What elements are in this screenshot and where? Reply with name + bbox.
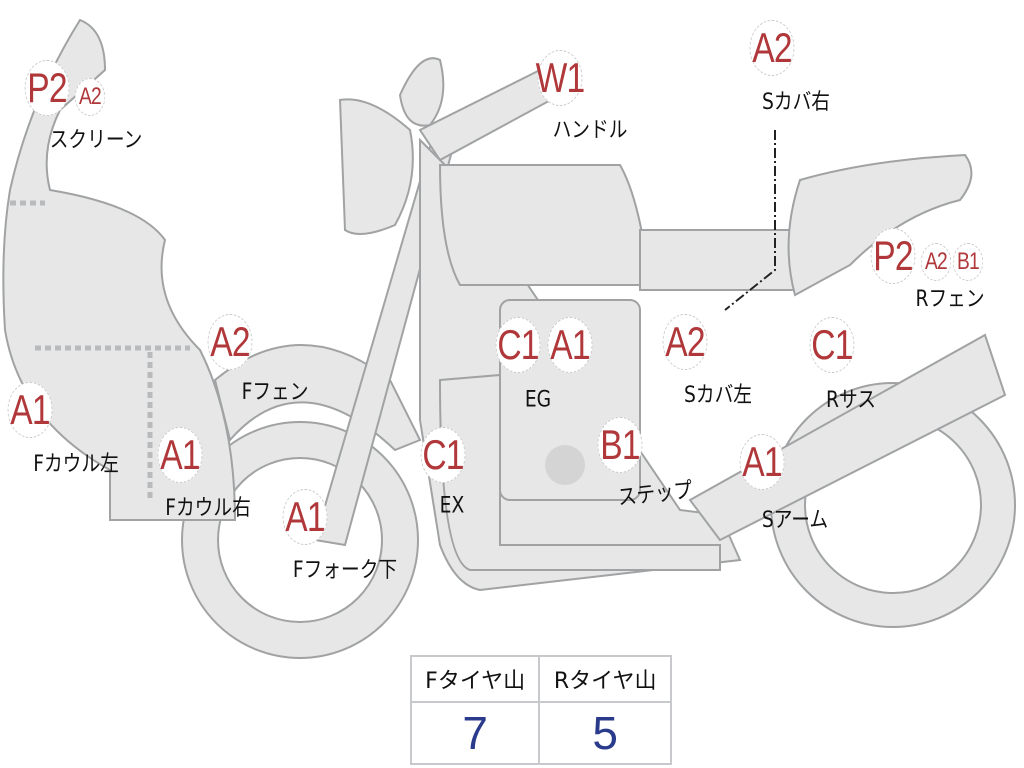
part-label-side-cover-right: Sカバ右 xyxy=(762,90,830,115)
grade-badge-screen-2: A2 xyxy=(74,78,106,116)
part-label-front-cowl-right: Fカウル右 xyxy=(165,496,251,521)
grade-badge-screen-1: P2 xyxy=(24,60,70,116)
grade-badge-handle: W1 xyxy=(536,50,585,106)
grade-badge-engine-1: C1 xyxy=(495,317,541,373)
tire-tread-table: Fタイヤ山 Rタイヤ山 7 5 xyxy=(409,655,672,765)
grade-badge-engine-2: A1 xyxy=(547,317,593,373)
cowl-shape xyxy=(2,18,237,521)
grade-badge-rear-fender-2: A2 xyxy=(920,243,952,281)
part-label-screen: スクリーン xyxy=(49,128,143,153)
grade-badge-front-fork-lower: A1 xyxy=(282,489,328,545)
grade-badge-rear-suspension: C1 xyxy=(809,317,855,373)
part-label-handle: ハンドル xyxy=(552,118,628,143)
rear-tire-header: Rタイヤ山 xyxy=(538,655,672,703)
part-label-side-cover-left: Sカバ左 xyxy=(684,383,752,408)
rear-tire-value: 5 xyxy=(538,701,672,765)
part-label-exhaust: EX xyxy=(439,493,465,519)
part-label-engine: EG xyxy=(524,387,552,413)
grade-badge-front-fender: A2 xyxy=(207,314,253,370)
part-label-front-fork-lower: Fフォーク下 xyxy=(292,558,398,583)
grade-badge-exhaust: C1 xyxy=(420,427,466,483)
grade-badge-front-cowl-left: A1 xyxy=(7,382,53,438)
part-label-front-cowl-left: Fカウル左 xyxy=(33,452,119,477)
grade-badge-rear-fender-1: P2 xyxy=(870,228,916,284)
part-label-front-fender: Fフェン xyxy=(241,380,309,405)
part-label-swing-arm: Sアーム xyxy=(761,508,829,533)
grade-badge-swing-arm: A1 xyxy=(739,434,785,490)
fuel-tank xyxy=(438,164,652,286)
front-tire-header: Fタイヤ山 xyxy=(409,655,541,703)
front-tire-value: 7 xyxy=(409,701,541,765)
headlight xyxy=(338,98,414,235)
grade-badge-side-cover-right: A2 xyxy=(749,20,795,76)
tail xyxy=(787,153,973,297)
part-label-rear-suspension: Rサス xyxy=(825,388,877,413)
grade-badge-step: B1 xyxy=(597,417,643,473)
swingarm xyxy=(688,333,1007,542)
grade-badge-side-cover-left: A2 xyxy=(662,314,708,370)
grade-badge-front-cowl-right: A1 xyxy=(157,427,203,483)
part-label-rear-fender: Rフェン xyxy=(915,287,985,312)
grade-badge-rear-fender-3: B1 xyxy=(952,243,984,281)
